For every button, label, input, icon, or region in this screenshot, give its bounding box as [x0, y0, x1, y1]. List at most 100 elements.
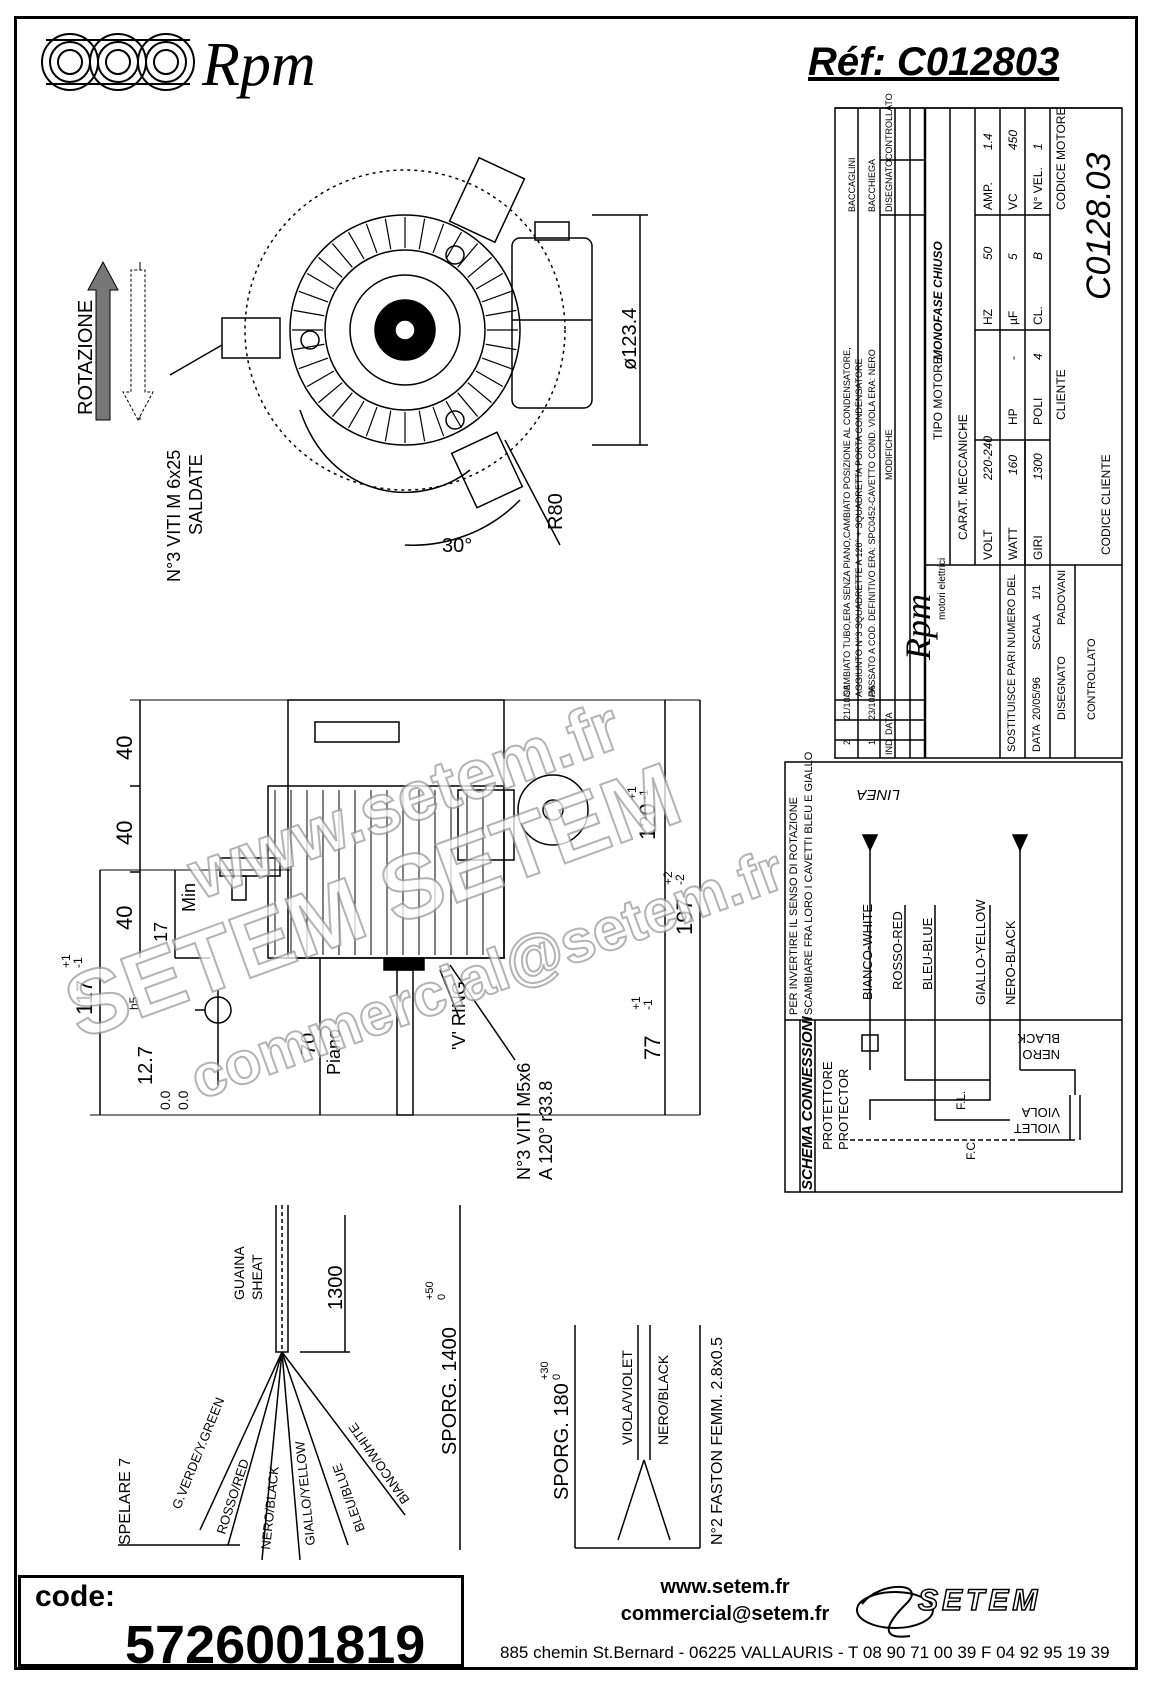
mod1-date: 21/10/98: [842, 685, 852, 720]
sheat-label: SHEAT: [249, 1254, 265, 1300]
min-label: Min: [179, 883, 199, 912]
mod1-sign: BACCAGLINI: [847, 157, 857, 212]
header-data: DATA: [884, 712, 894, 735]
carat-label: CARAT. MECCANICHE: [956, 414, 970, 540]
setem-logo-text: SETEM: [917, 1583, 1042, 1618]
sporg-180: SPORG. 180: [551, 1383, 573, 1500]
viola-violet-label: VIOLA/VIOLET: [619, 1350, 635, 1445]
tol-117-up: +1: [59, 954, 73, 968]
uf-label: µF: [1006, 311, 1020, 325]
viola-label: VIOLA: [1021, 1105, 1060, 1120]
wire-white: BIANCO-WHITE: [860, 904, 875, 1000]
schema-note-2: SCAMBIARE FRA LORO I CAVETTI BLEU E GIAL…: [803, 751, 815, 1015]
tol-77-up: +1: [629, 996, 643, 1010]
header-disegnato: DISEGNATO: [884, 160, 894, 212]
black-label: BLACK: [1017, 1031, 1060, 1046]
code-value: 5726001819: [125, 1615, 426, 1675]
tol-180-down: 0: [551, 1374, 563, 1380]
dim-77: 77: [640, 1036, 665, 1060]
fl-label: F.L.: [954, 1091, 968, 1110]
wire-blue: BLEU-BLUE: [920, 917, 935, 990]
sporg-1400: SPORG. 1400: [439, 1327, 461, 1455]
dim-197: 197: [672, 898, 697, 935]
code-label: code:: [35, 1580, 116, 1613]
wire-rosso-red: ROSSO/RED: [214, 1457, 252, 1536]
nero-label: NERO: [1022, 1047, 1060, 1062]
cliente-label: CLIENTE: [1054, 369, 1068, 420]
sostituisce-value: -: [1006, 581, 1018, 585]
vel-value: 1: [1031, 143, 1045, 150]
violet-label: VIOLET: [1014, 1121, 1060, 1136]
schema-title: SCHEMA CONNESSIONI: [799, 1016, 816, 1190]
sostituisce-label: SOSTITUISCE PARI NUMERO DEL: [1006, 574, 1018, 752]
vc-value: 450: [1006, 130, 1020, 150]
tipo-motore-value: MONOFASE CHIUSO: [931, 241, 945, 360]
spelare-label: SPELARE 7: [117, 1458, 134, 1545]
dim-70: 70: [298, 1033, 320, 1055]
screws2-label-2: A 120° r33.8: [536, 1081, 556, 1180]
dim-117: 117: [72, 980, 97, 1015]
amp-value: 1.4: [981, 133, 995, 150]
hp-label: HP: [1006, 408, 1020, 425]
header-modifiche: MODIFICHE: [884, 430, 894, 481]
tipo-motore-label: TIPO MOTORE: [931, 356, 945, 440]
screws-label-1: N°3 VITI M 6x25: [164, 450, 184, 582]
mod1-text-1: CAMBIATO TUBO,ERA SENZA PIANO,CAMBIATO P…: [842, 347, 852, 697]
watt-value: 160: [1006, 455, 1020, 475]
volt-label: VOLT: [981, 529, 995, 560]
tol-1400-down: 0: [436, 1294, 448, 1300]
watt-label: WATT: [1006, 527, 1020, 560]
giri-label: GIRI: [1031, 535, 1045, 560]
rotation-label: ROTAZIONE: [75, 300, 97, 415]
title-block-brand: Rpm: [898, 594, 938, 661]
title-block-brand-sub: motori elettrici: [937, 558, 948, 620]
tol-h5: h5: [127, 996, 141, 1010]
email-link[interactable]: commercial@setem.fr: [620, 1603, 830, 1625]
cl-value: B: [1031, 252, 1045, 260]
header-ind: IND: [884, 739, 894, 755]
v-ring-label: 'V' RING: [449, 981, 469, 1050]
drawing-frame: [14, 16, 1138, 1670]
mod1-text-2: AGGIUNTO N°3 SQUADRETTE A 120° + SQUADRE…: [854, 358, 864, 697]
tol-77-down: -1: [641, 999, 655, 1010]
controllato-label: CONTROLLATO: [1086, 638, 1098, 720]
hp-value: -: [1006, 356, 1020, 360]
tol-117-down: -1: [71, 957, 85, 968]
wire-red: ROSSO-RED: [890, 911, 905, 990]
codice-motore-label: CODICE MOTORE: [1054, 108, 1068, 210]
tol-180-up: +30: [539, 1361, 551, 1380]
vel-label: N° VEL.: [1031, 167, 1045, 210]
dim-120: 120: [635, 803, 660, 840]
website-link[interactable]: www.setem.fr: [660, 1576, 790, 1598]
uf-value: 5: [1006, 253, 1020, 260]
poli-value: 4: [1031, 353, 1045, 360]
mod2-ind: 1: [867, 740, 877, 745]
dim-17: 17: [151, 922, 171, 942]
disegnato-label: DISEGNATO: [1056, 656, 1068, 720]
wire-bianco-white: BIANCO/WHITE: [345, 1420, 412, 1507]
scala-label: SCALA: [1031, 613, 1043, 650]
wire-black: NERO-BLACK: [1003, 920, 1018, 1005]
company-address: 885 chemin St.Bernard - 06225 VALLAURIS …: [500, 1643, 1110, 1662]
schema-note-1: PER INVERTIRE IL SENSO DI ROTAZIONE: [788, 797, 800, 1015]
amp-label: AMP.: [981, 182, 995, 210]
volt-value: 220-240: [981, 436, 995, 481]
protettore-label: PROTETTORE: [820, 1061, 835, 1150]
tol-small-down: 0.0: [175, 1090, 191, 1110]
codice-motore-value: C0128.03: [1080, 152, 1118, 300]
mod2-text: PASSATO A COD. DEFINITIVO ERA: SPC0452-C…: [867, 349, 877, 697]
code-box: code: 5726001819: [18, 1575, 464, 1675]
mod1-ind: 2: [842, 740, 852, 745]
tol-120-down: -1: [637, 789, 651, 800]
data-value: 20/05/96: [1031, 677, 1043, 720]
codice-cliente-label: CODICE CLIENTE: [1099, 454, 1113, 555]
tol-197-down: -2: [673, 874, 687, 885]
giri-value: 1300: [1031, 453, 1045, 480]
tol-small-up: 0.0: [157, 1090, 173, 1110]
data-label: DATA: [1031, 724, 1043, 752]
mod2-date: 23/10/96: [867, 685, 877, 720]
brand-logotype: Rpm: [202, 31, 316, 99]
dim-40-top: 40: [112, 736, 137, 760]
wire-nero-black: NERO/BLACK: [258, 1465, 282, 1550]
